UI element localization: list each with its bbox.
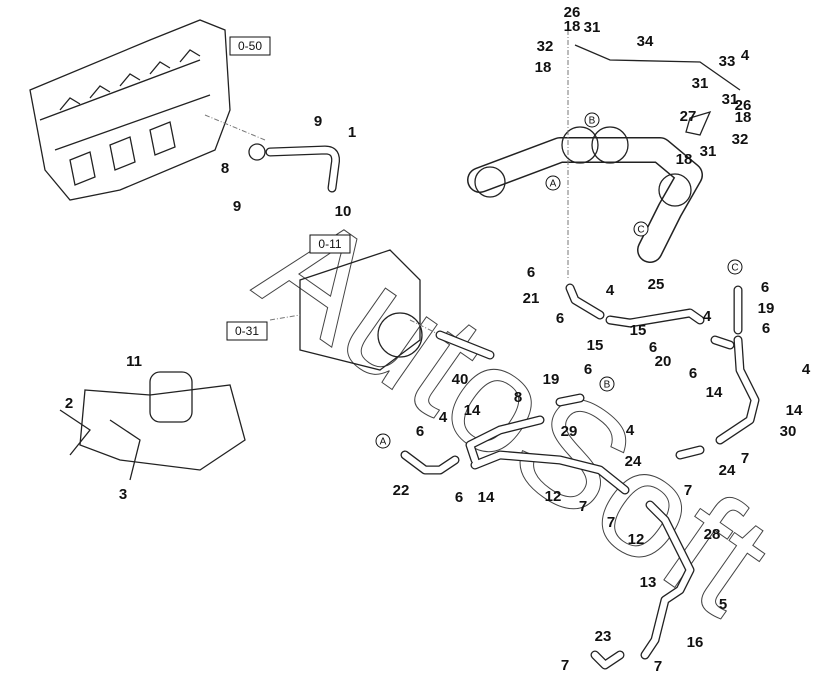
coolant-pipes [400, 283, 760, 670]
callout-number[interactable]: 9 [233, 198, 241, 215]
callout-number[interactable]: 33 [719, 53, 736, 70]
marker-label: B [604, 380, 611, 391]
part-1-elbow [248, 143, 340, 193]
reference-label: 0-11 [318, 237, 341, 251]
reference-label: 0-50 [238, 39, 262, 53]
callout-number[interactable]: 25 [648, 276, 665, 293]
callout-number[interactable]: 32 [537, 38, 554, 55]
connection-marker: C [727, 259, 743, 275]
callout-number[interactable]: 21 [523, 290, 540, 307]
turbocharger-pipe-assembly [467, 30, 741, 280]
marker-label: B [589, 116, 596, 127]
callout-number[interactable]: 4 [626, 422, 635, 439]
callout-number[interactable]: 31 [722, 91, 739, 108]
callout-number[interactable]: 3 [119, 486, 127, 503]
engine-exhaust-manifold [29, 19, 266, 201]
reference-box[interactable]: 0-11 [309, 234, 351, 254]
callout-number[interactable]: 6 [584, 361, 592, 378]
callout-number[interactable]: 14 [464, 402, 481, 419]
callout-number[interactable]: 40 [452, 371, 469, 388]
callout-number[interactable]: 8 [221, 160, 229, 177]
callout-number[interactable]: 31 [700, 143, 717, 160]
callout-number[interactable]: 12 [628, 531, 645, 548]
callout-number[interactable]: 31 [584, 19, 601, 36]
reference-box[interactable]: 0-31 [226, 321, 268, 341]
callout-number[interactable]: 7 [741, 450, 749, 467]
callout-number[interactable]: 4 [703, 308, 712, 325]
callout-number[interactable]: 19 [543, 371, 560, 388]
callout-number[interactable]: 7 [579, 498, 587, 515]
callout-number[interactable]: 6 [527, 264, 535, 281]
marker-label: A [380, 437, 387, 448]
callout-number[interactable]: 12 [545, 488, 562, 505]
marker-label: C [637, 225, 644, 236]
callout-number[interactable]: 11 [126, 353, 142, 370]
connection-marker: B [584, 112, 600, 128]
callout-number[interactable]: 13 [640, 574, 657, 591]
callout-number[interactable]: 5 [719, 596, 727, 613]
callout-number[interactable]: 20 [655, 353, 672, 370]
callout-number[interactable]: 4 [439, 409, 448, 426]
callout-number[interactable]: 18 [535, 59, 552, 76]
callout-number[interactable]: 4 [606, 282, 615, 299]
marker-label: A [550, 179, 557, 190]
callout-number[interactable]: 23 [595, 628, 612, 645]
callout-number[interactable]: 31 [692, 75, 709, 92]
callout-number[interactable]: 7 [561, 657, 569, 674]
callout-number[interactable]: 26 [564, 4, 581, 21]
callout-number[interactable]: 10 [335, 203, 352, 220]
callout-number[interactable]: 18 [676, 151, 693, 168]
callout-number[interactable]: 27 [680, 108, 697, 125]
callout-number[interactable]: 29 [561, 423, 578, 440]
connection-marker: B [599, 376, 615, 392]
callout-number[interactable]: 2 [65, 395, 73, 412]
callout-number[interactable]: 8 [514, 389, 522, 406]
callout-number[interactable]: 14 [706, 384, 723, 401]
callout-number[interactable]: 9 [314, 113, 322, 130]
reference-label: 0-31 [235, 324, 259, 338]
callout-number[interactable]: 15 [630, 322, 647, 339]
callout-number[interactable]: 19 [758, 300, 775, 317]
reference-box[interactable]: 0-50 [229, 36, 271, 56]
callout-number[interactable]: 34 [637, 33, 654, 50]
callout-number[interactable]: 4 [802, 361, 811, 378]
callout-number[interactable]: 7 [607, 514, 615, 531]
callout-number[interactable]: 22 [393, 482, 410, 499]
callout-number[interactable]: 28 [704, 526, 721, 543]
part-11-filter-bracket [59, 371, 246, 481]
connection-marker: A [375, 433, 391, 449]
callout-number[interactable]: 6 [689, 365, 697, 382]
callout-number[interactable]: 4 [741, 47, 750, 64]
callout-number[interactable]: 26 [735, 97, 752, 114]
callout-number[interactable]: 6 [762, 320, 770, 337]
callout-number[interactable]: 18 [735, 109, 752, 126]
callout-number[interactable]: 14 [478, 489, 495, 506]
callout-number[interactable]: 6 [416, 423, 424, 440]
connection-marker: C [633, 221, 649, 237]
callout-number[interactable]: 30 [780, 423, 797, 440]
callout-number[interactable]: 7 [684, 482, 692, 499]
callout-number[interactable]: 6 [556, 310, 564, 327]
connection-marker: A [545, 175, 561, 191]
callout-number[interactable]: 16 [687, 634, 704, 651]
callout-number[interactable]: 7 [654, 658, 662, 675]
callout-number[interactable]: 1 [348, 124, 356, 141]
callout-number[interactable]: 18 [564, 18, 581, 35]
callout-number[interactable]: 24 [719, 462, 736, 479]
callout-number[interactable]: 32 [732, 131, 749, 148]
callout-number[interactable]: 15 [587, 337, 604, 354]
callout-number[interactable]: 6 [649, 339, 657, 356]
marker-label: C [731, 263, 738, 274]
callout-number[interactable]: 6 [761, 279, 769, 296]
callout-number[interactable]: 14 [786, 402, 803, 419]
callout-number[interactable]: 6 [455, 489, 463, 506]
callout-number[interactable]: 24 [625, 453, 642, 470]
